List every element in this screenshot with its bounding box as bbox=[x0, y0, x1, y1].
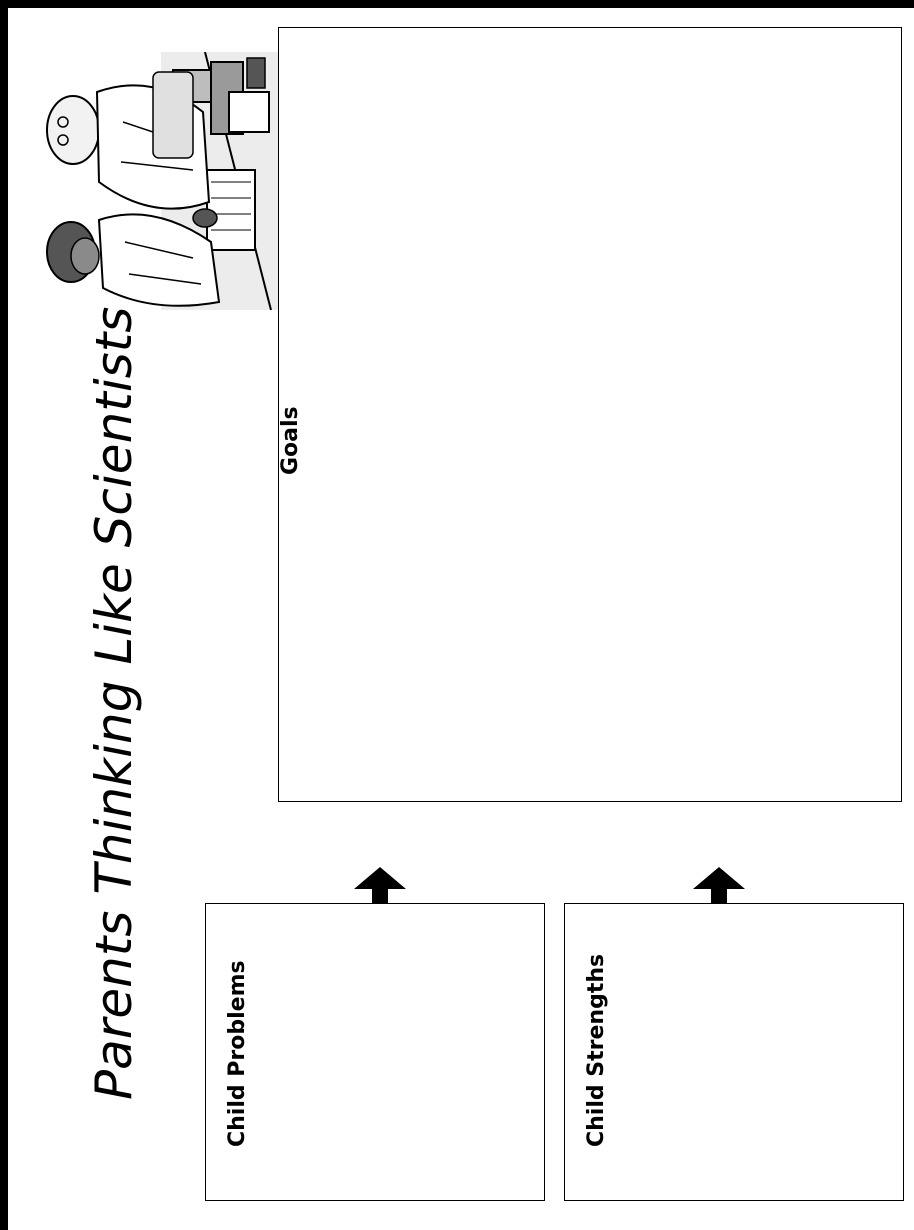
child-strengths-box[interactable] bbox=[564, 903, 904, 1201]
scientists-at-lab-bench-icon bbox=[46, 52, 279, 310]
child-problems-label: Child Problems bbox=[225, 960, 250, 1147]
child-problems-box[interactable] bbox=[205, 903, 545, 1201]
arrow-up-icon bbox=[693, 867, 745, 903]
arrow-up-icon bbox=[354, 867, 406, 903]
child-strengths-label: Child Strengths bbox=[584, 953, 609, 1147]
goals-box[interactable] bbox=[278, 27, 902, 802]
goals-label: Goals bbox=[278, 406, 303, 475]
page-title: Parents Thinking Like Scientists bbox=[85, 306, 143, 1100]
